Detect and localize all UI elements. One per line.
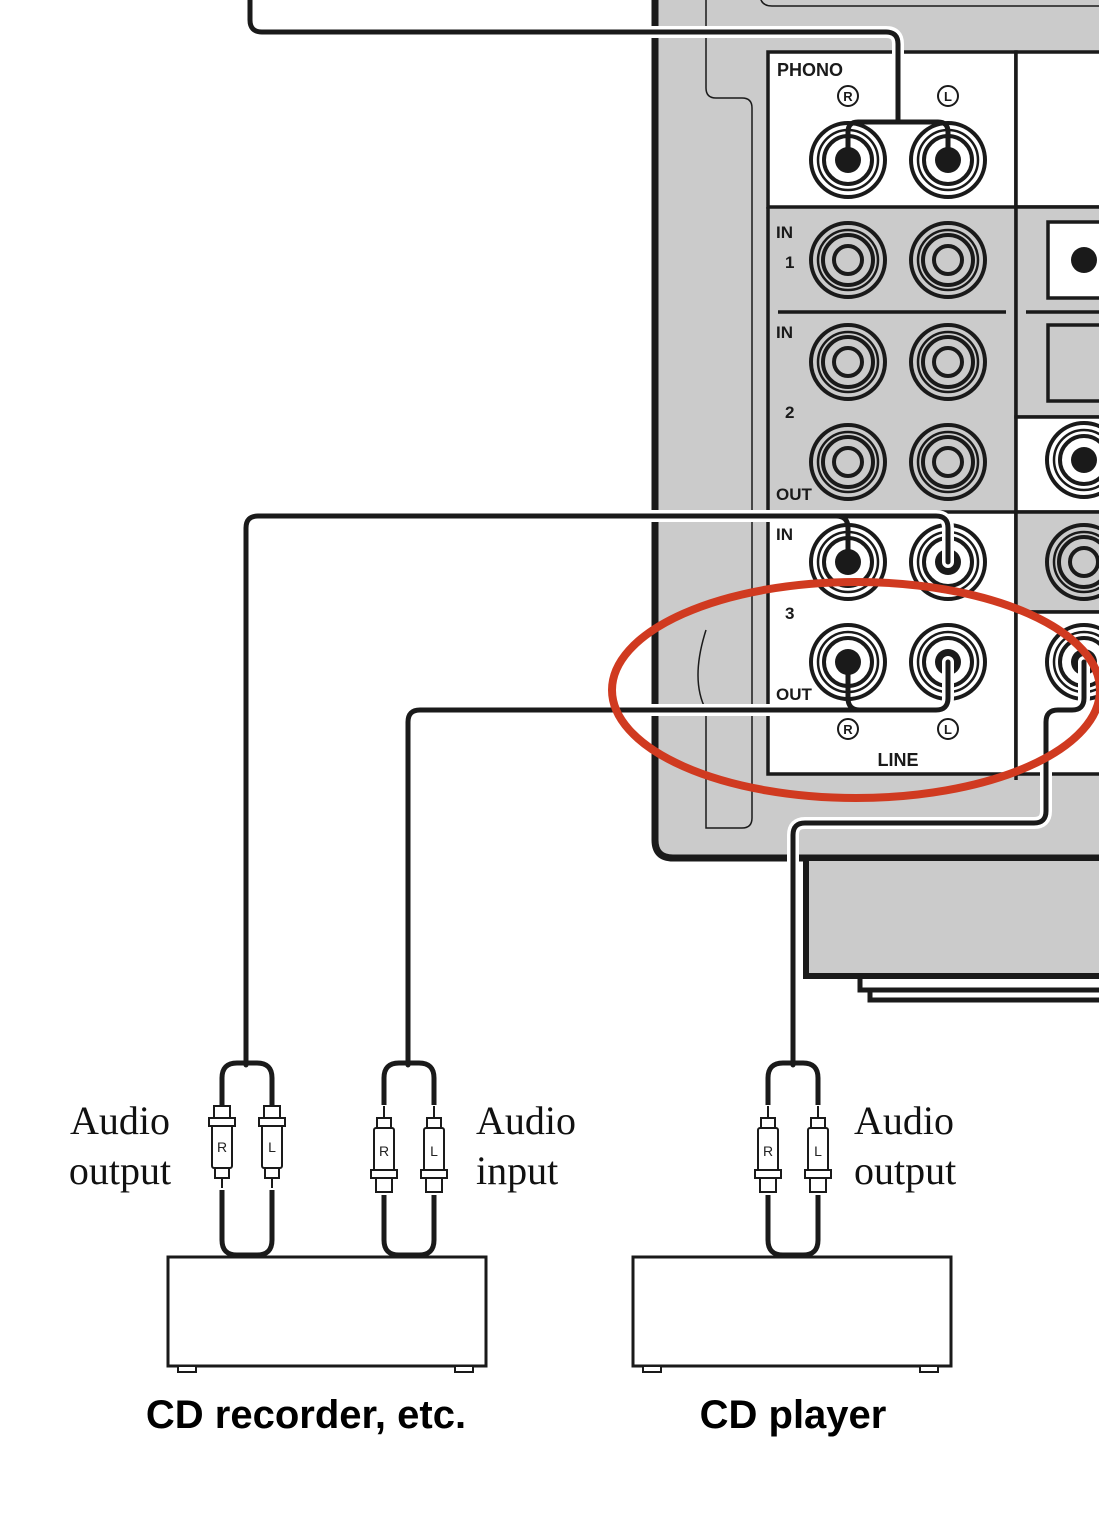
cd-output-label-line2: output bbox=[854, 1148, 956, 1193]
rca-plug-icon: R bbox=[754, 1106, 782, 1193]
out2-r-jack bbox=[809, 423, 887, 501]
in2-r-jack bbox=[809, 323, 887, 401]
rca-plug-icon: R bbox=[208, 1105, 236, 1188]
svg-text:L: L bbox=[430, 1143, 438, 1159]
receiver-rear-panel: PHONO R L IN 1 IN 2 OUT IN 3 OUT R L LIN… bbox=[651, 0, 1099, 1003]
svg-text:R: R bbox=[843, 722, 853, 737]
in3-number: 3 bbox=[785, 604, 794, 623]
rca-plug-icon: R bbox=[370, 1106, 398, 1193]
in2-number: 2 bbox=[785, 403, 794, 422]
highlight-ellipse bbox=[608, 578, 1099, 802]
svg-text:L: L bbox=[944, 722, 952, 737]
recorder-input-label-line2: input bbox=[476, 1148, 558, 1193]
svg-text:L: L bbox=[268, 1139, 276, 1155]
in2-label: IN bbox=[776, 323, 793, 342]
cd-recorder-caption: CD recorder, etc. bbox=[146, 1393, 466, 1437]
svg-text:R: R bbox=[843, 89, 853, 104]
in1-label: IN bbox=[776, 223, 793, 242]
cd-output-label-line1: Audio bbox=[854, 1098, 954, 1143]
line-left-mark: L bbox=[937, 718, 959, 740]
cd-player-cable bbox=[790, 659, 1087, 1068]
svg-text:R: R bbox=[217, 1139, 227, 1155]
recorder-output-label-line1: Audio bbox=[70, 1098, 170, 1143]
rca-plug-icon: L bbox=[258, 1105, 286, 1188]
out2-l-jack bbox=[909, 423, 987, 501]
recorder-input-label-line1: Audio bbox=[476, 1098, 576, 1143]
rca-plug-icon: L bbox=[804, 1106, 832, 1193]
optical-plug-icon bbox=[1071, 247, 1097, 273]
cables bbox=[240, 0, 1090, 1071]
svg-text:R: R bbox=[763, 1143, 773, 1159]
phono-label: PHONO bbox=[777, 60, 843, 80]
recorder-output-cable bbox=[243, 513, 951, 1068]
in1-l-jack bbox=[909, 221, 987, 299]
svg-text:L: L bbox=[944, 89, 952, 104]
recorder-input-cable bbox=[405, 659, 951, 1068]
cd-recorder-device bbox=[166, 1255, 488, 1373]
phono-left-mark: L bbox=[937, 85, 959, 107]
in1-r-jack bbox=[809, 221, 887, 299]
cd-player-caption: CD player bbox=[700, 1393, 887, 1437]
in3-label: IN bbox=[776, 525, 793, 544]
out2-label: OUT bbox=[776, 485, 813, 504]
phono-cable bbox=[247, 0, 901, 123]
svg-text:L: L bbox=[814, 1143, 822, 1159]
svg-text:R: R bbox=[379, 1143, 389, 1159]
out3-label: OUT bbox=[776, 685, 813, 704]
phono-right-mark: R bbox=[837, 85, 859, 107]
in1-number: 1 bbox=[785, 253, 794, 272]
rca-plug-icon: L bbox=[420, 1106, 448, 1193]
in2-l-jack bbox=[909, 323, 987, 401]
recorder-output-label-line2: output bbox=[69, 1148, 171, 1193]
cd-player-device bbox=[631, 1255, 953, 1373]
line-right-mark: R bbox=[837, 718, 859, 740]
line-label: LINE bbox=[877, 750, 918, 770]
